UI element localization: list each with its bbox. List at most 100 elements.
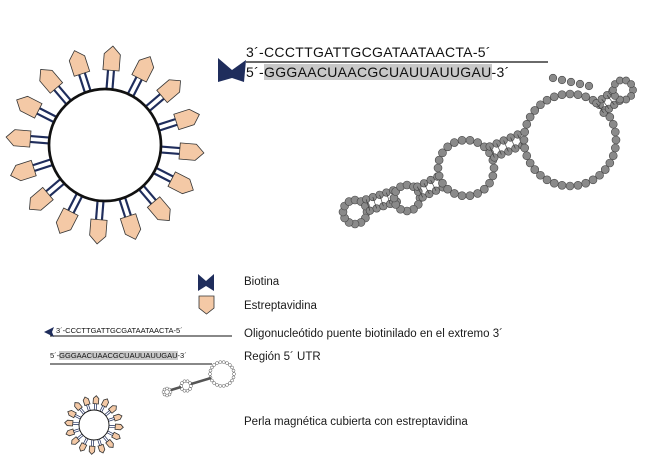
mini-nucleotide [208,368,213,373]
linker [160,145,180,150]
streptavidin-unit [145,79,181,112]
legend-utr-prefix: 5´- [50,351,60,360]
linker [72,423,79,426]
streptavidin-unit [10,158,53,182]
linker [86,404,89,412]
linker [104,410,110,415]
streptavidin-icon [39,69,64,94]
linker [76,433,83,439]
mini-nucleotide [230,378,234,383]
nucleotide [600,165,610,174]
linker [157,118,176,126]
mini-nucleotide [225,361,229,365]
streptavidin-unit [39,69,72,105]
nucleotide [608,151,618,161]
streptavidin-icon [112,413,123,422]
streptavidin-unit [89,200,108,245]
streptavidin-icon [156,79,181,104]
linker [30,134,50,139]
linker [49,182,65,197]
nucleotide [584,81,594,91]
legend-label-utr: Región 5´ UTR [244,351,321,363]
nucleotide [530,106,540,115]
nucleotide [605,158,615,168]
streptavidin-unit [55,193,84,234]
nucleotide [480,184,489,194]
linker [36,112,55,124]
mini-nucleotide [185,379,190,383]
base-pair [489,146,495,158]
streptavidin-icon [92,395,100,405]
base-pair [386,192,391,205]
streptavidin-icon [29,186,54,211]
streptavidin-icon [16,95,43,119]
mini-nucleotide [182,379,187,383]
streptavidin-icon [131,56,155,83]
mini-nucleotide [188,387,192,391]
streptavidin-unit [71,433,84,445]
streptavidin-icon [178,142,205,161]
linker [53,89,68,105]
mini-nucleotide [210,365,214,370]
linker [79,409,84,415]
streptavidin-unit [107,413,123,422]
nucleotide [438,178,447,188]
mini-nucleotide [232,372,236,376]
base-pair [417,186,423,198]
mini-nucleotide [228,381,232,385]
mini-stem [170,385,182,392]
streptavidin-unit [138,185,171,221]
base-pair [496,143,502,155]
linker [95,403,98,411]
oligo-sequence-3-to-5: 3´-CCCTTGATTGCGATAATAACTA-5´ [246,44,491,60]
streptavidin-unit [65,428,81,437]
streptavidin-icon [102,45,121,72]
streptavidin-unit [106,430,121,440]
streptavidin-icon [5,129,32,148]
linker [78,74,86,93]
linker [84,438,89,445]
linker [57,85,72,102]
mini-nucleotide [231,375,236,380]
linker [160,151,180,156]
nucleotide [488,171,498,181]
streptavidin-unit [67,410,82,420]
nucleotide [434,171,444,181]
streptavidin-icon [167,171,194,195]
streptavidin-unit [82,396,91,412]
nucleotide [565,181,575,191]
bead-core [78,409,110,441]
mini-nucleotide [212,363,216,367]
mini-nucleotide [228,363,232,367]
legend-utr-highlight: GGGAACUAACGCUAUUAUUGAU [59,351,178,360]
mini-nucleotide [208,372,212,376]
utr-highlight: GGGAACUAACGCUAUUAUUGAU [264,64,492,80]
nucleotide [433,163,443,173]
nucleotide [611,143,620,153]
utr-prefix: 5´- [246,64,265,80]
linker [158,123,178,132]
nucleotide [465,135,475,145]
biotin-legend-icon [198,274,214,291]
mini-nucleotide [218,360,223,364]
mini-nucleotide [180,381,184,385]
nucleotide [372,204,381,213]
linker [124,197,132,216]
streptavidin-icon [82,396,91,407]
streptavidin-unit [102,45,121,90]
linker [132,79,143,97]
nucleotide [530,165,540,174]
linker [99,405,104,412]
nucleotide [457,191,467,201]
streptavidin-icon [10,159,37,182]
linker [111,70,116,90]
nucleotide [611,127,620,137]
nucleotide [438,148,447,158]
utr-sequence-5-to-3: 5´-GGGAACUAACGCUAUUAUUGAU-3´ [246,64,510,80]
streptavidin-icon [64,419,74,427]
streptavidin-unit [92,395,100,411]
streptavidin-unit [104,405,117,417]
legend-utr-suffix: -3´ [177,351,187,360]
legend-utr-sequence: 5´-GGGAACUAACGCUAUUAUUGAU-3´ [50,351,187,360]
